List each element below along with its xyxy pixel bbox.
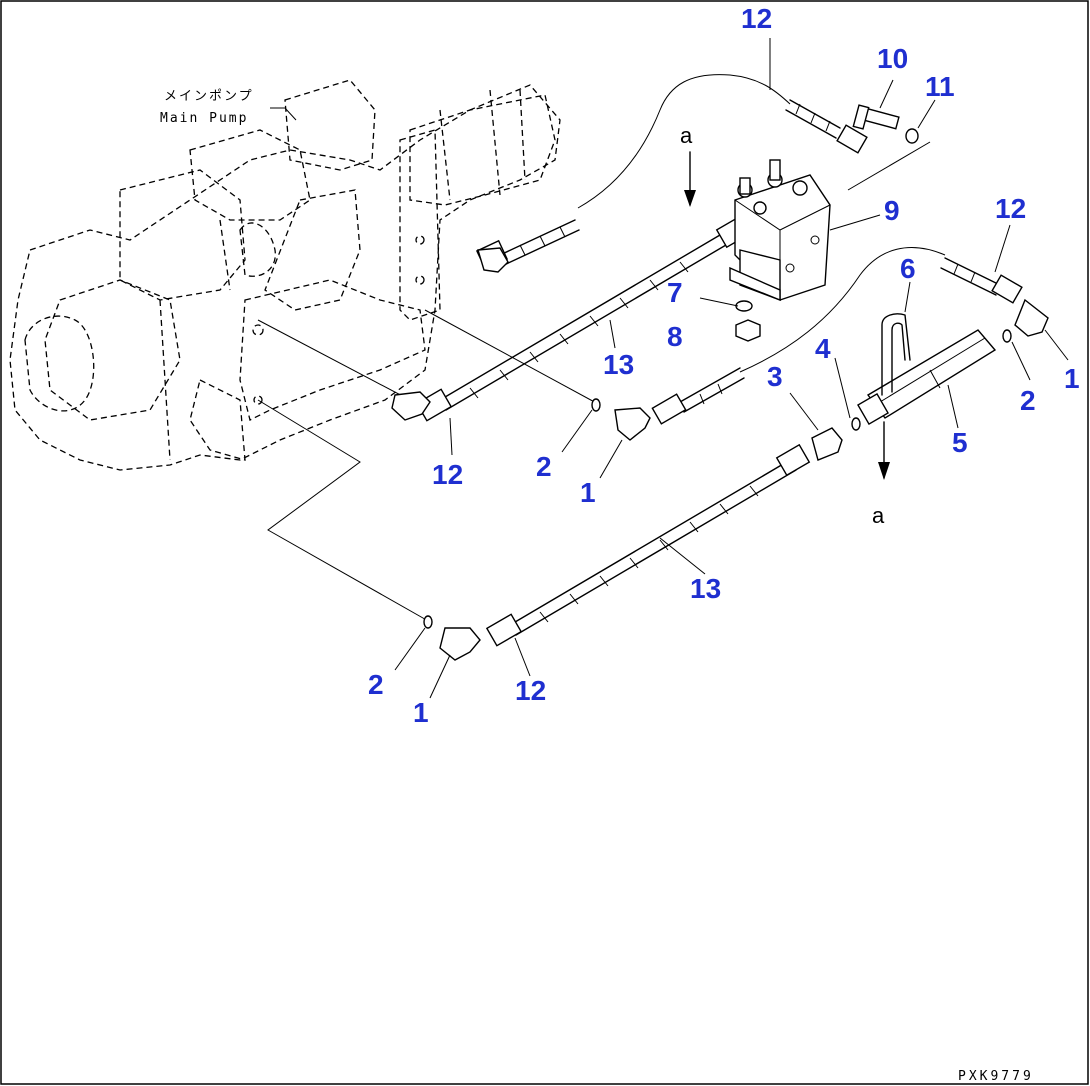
drawing-code: PXK9779: [958, 1069, 1034, 1084]
hose-12-short-top: [785, 99, 841, 139]
callout-12-bottom: 12: [515, 675, 546, 706]
view-arrow-bottom: [878, 421, 890, 480]
callout-13-lower: 13: [690, 573, 721, 604]
callout-12-top: 12: [741, 3, 772, 34]
pump-label-leader: [270, 107, 297, 121]
callout-11: 11: [925, 71, 955, 102]
callout-2-bottom: 2: [368, 669, 384, 700]
connection-lines: [257, 74, 946, 623]
view-arrow-top: [684, 151, 696, 207]
tube-part-6: [881, 313, 911, 396]
relief-valve-part-5: [857, 329, 997, 425]
washer-part-11: [905, 128, 919, 144]
hose-12-short-mid: [679, 367, 745, 413]
adapter-part-3: [811, 427, 843, 461]
washer-part-7: [735, 300, 753, 312]
view-mark-top: a: [680, 123, 693, 148]
callout-2-right: 2: [1020, 385, 1036, 416]
callout-2-mid: 2: [536, 451, 552, 482]
callout-1-mid: 1: [580, 477, 596, 508]
callout-6: 6: [900, 253, 916, 284]
bolt-part-10: [852, 104, 900, 130]
callout-12-left: 12: [432, 459, 463, 490]
callout-9: 9: [884, 195, 900, 226]
callout-3: 3: [767, 361, 783, 392]
callout-1-right: 1: [1064, 363, 1080, 394]
nut-part-8: [735, 319, 761, 342]
hose-12-short-right: [940, 257, 1001, 296]
callout-7: 7: [667, 277, 683, 308]
callout-1-bottom: 1: [413, 697, 429, 728]
callout-leaders: [394, 38, 1069, 699]
view-mark-bottom: a: [872, 503, 885, 528]
hose-12-short-left: [499, 219, 580, 266]
pump-label-english: Main Pump: [160, 111, 248, 126]
hose-13-upper: [439, 234, 727, 411]
elbow-fittings: [391, 247, 1049, 661]
callout-13-upper: 13: [603, 349, 634, 380]
valve-block-part-9: [729, 159, 831, 302]
callout-4: 4: [815, 333, 831, 364]
pump-label-japanese: メインポンプ: [164, 89, 254, 104]
callout-8: 8: [667, 321, 683, 352]
callout-12-right: 12: [995, 193, 1026, 224]
callout-10: 10: [877, 43, 908, 74]
hose-13-lower: [509, 459, 797, 636]
main-pump-outline: [9, 79, 561, 471]
o-rings: [423, 329, 1012, 629]
callout-5: 5: [952, 427, 968, 458]
